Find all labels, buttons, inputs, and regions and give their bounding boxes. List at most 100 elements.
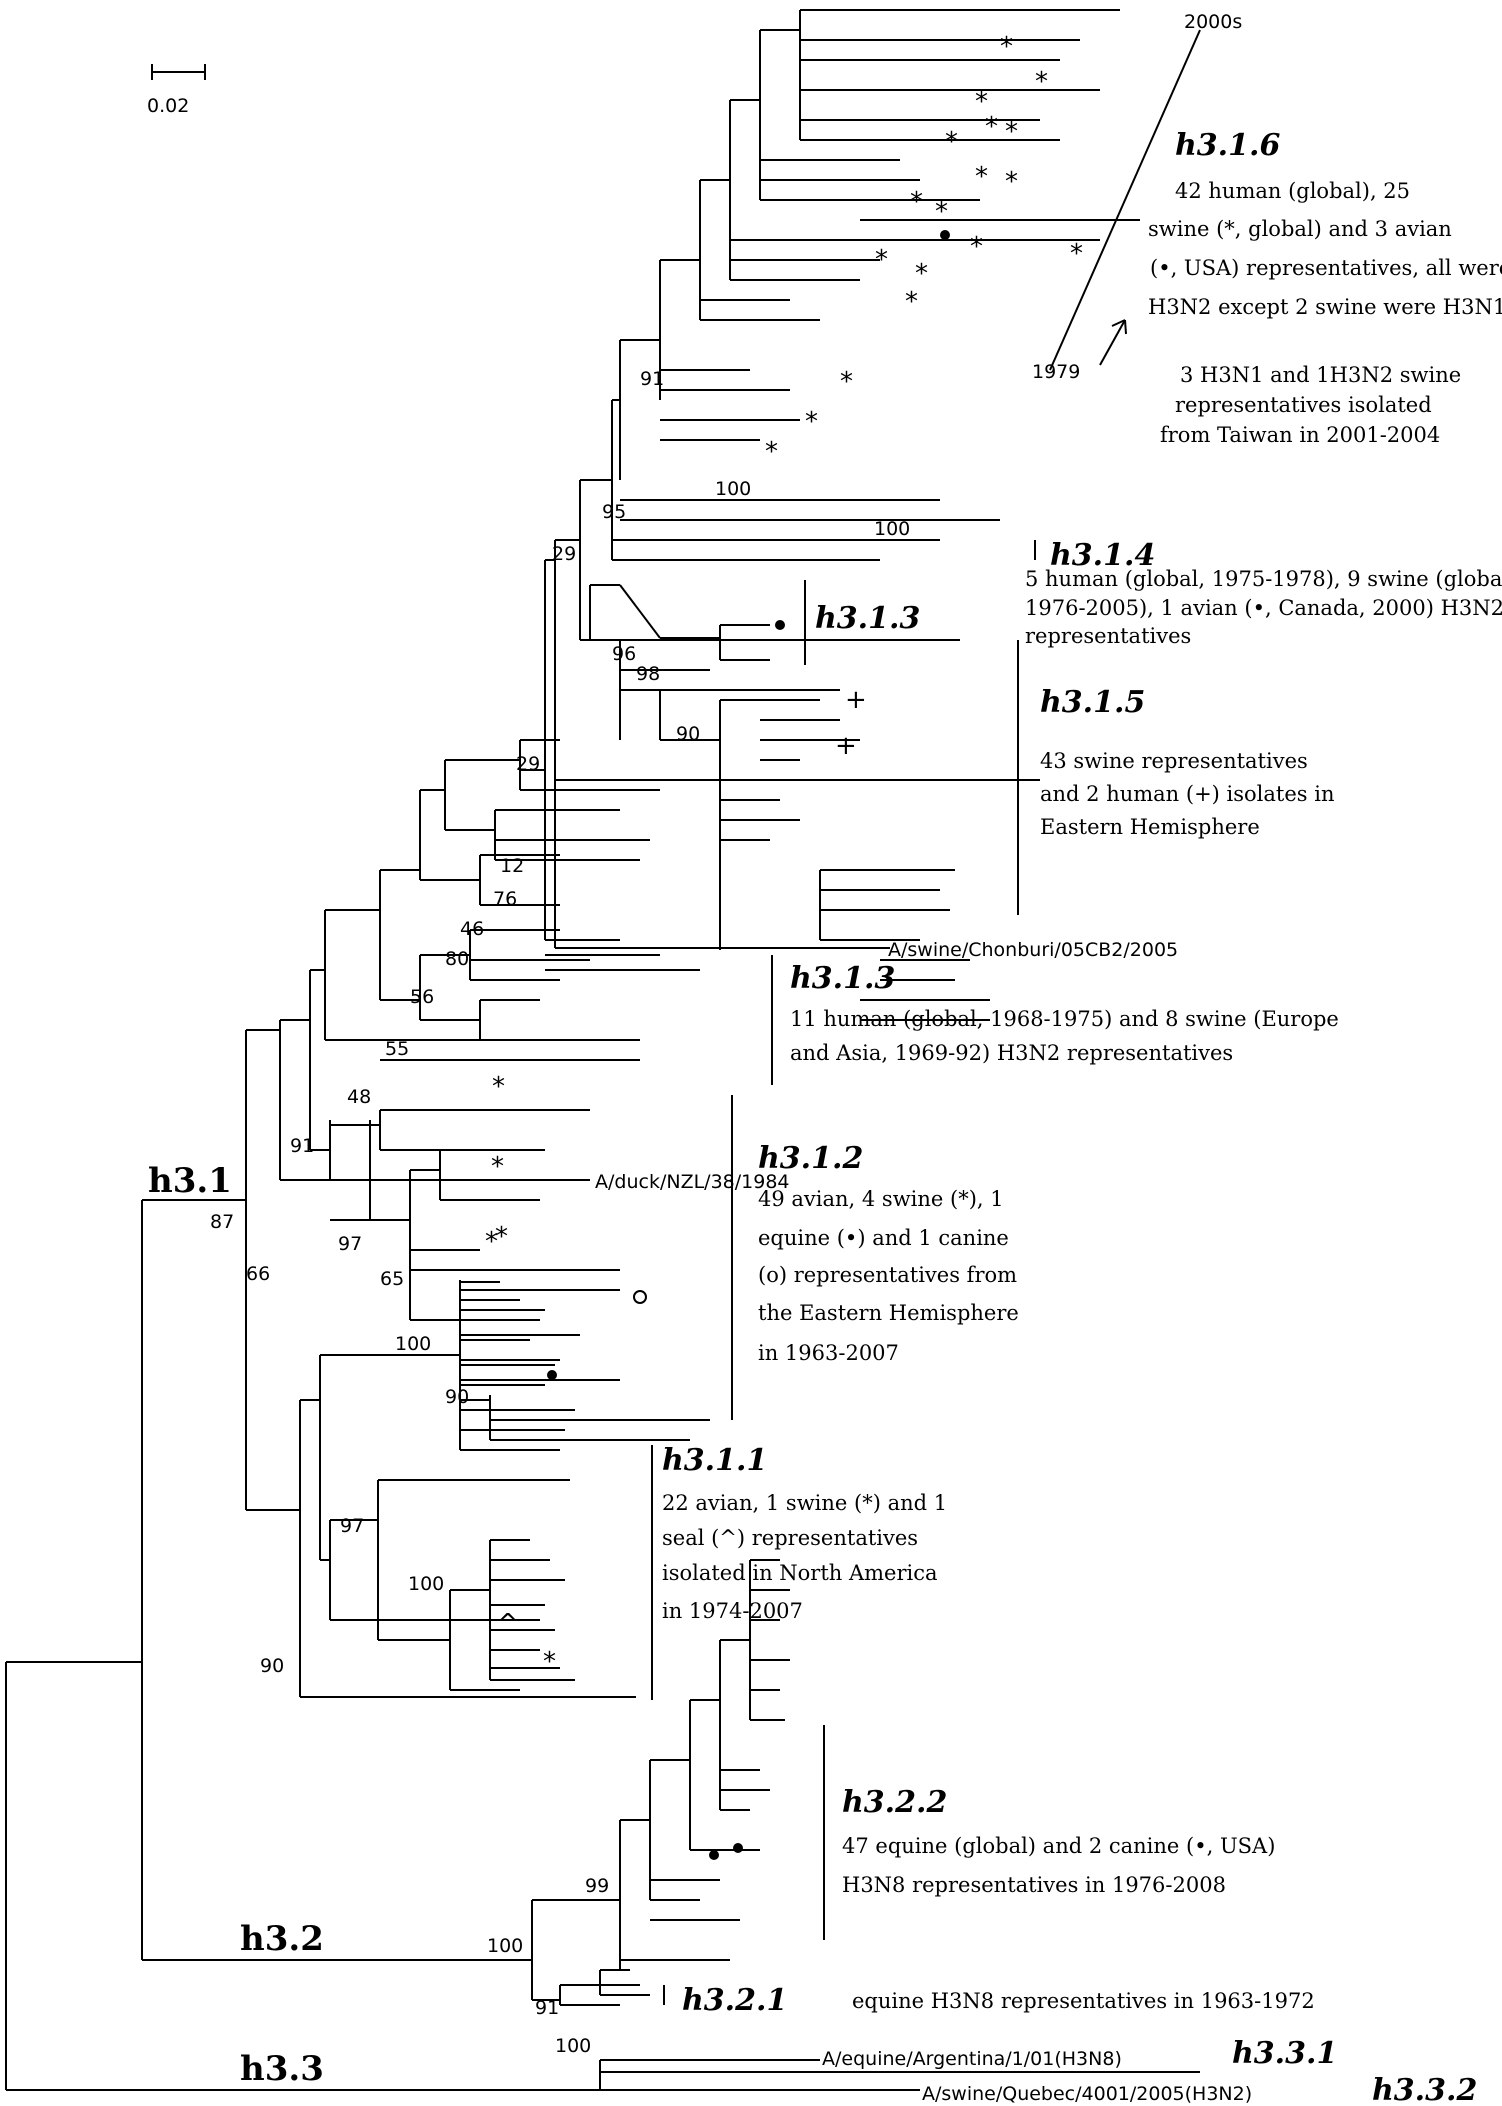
svg-text:*: * [945, 127, 958, 157]
svg-text:equine H3N8 representatives in: equine H3N8 representatives in 1963-1972 [852, 1989, 1315, 2013]
clade-h3-2-2: h3.2.2 [842, 1785, 947, 1820]
clade-h3-1-5: h3.1.5 [1040, 685, 1145, 720]
svg-text:5 human (global, 1975-1978), 9: 5 human (global, 1975-1978), 9 swine (gl… [1025, 567, 1502, 591]
taxon-equine-argentina: A/equine/Argentina/1/01(H3N8) [822, 2048, 1122, 2070]
clade-h3-1-1: h3.1.1 [662, 1443, 767, 1478]
svg-text:100: 100 [408, 1573, 444, 1595]
svg-text:*: * [915, 259, 928, 289]
svg-text:100: 100 [715, 478, 751, 500]
svg-text:in 1963-2007: in 1963-2007 [758, 1341, 899, 1365]
svg-text:*: * [1005, 167, 1018, 197]
svg-text:and 2 human (+) isolates in: and 2 human (+) isolates in [1040, 782, 1334, 806]
clade-h3-3-1: h3.3.1 [1232, 2036, 1337, 2071]
markers: * * * * * * * * * * * * * * * * * * * * … [485, 32, 1083, 1860]
svg-text:Eastern Hemisphere: Eastern Hemisphere [1040, 815, 1260, 839]
svg-text:43 swine representatives: 43 swine representatives [1040, 749, 1308, 773]
lineage-h3-2: h3.2 [240, 1919, 324, 1959]
svg-text:87: 87 [210, 1211, 234, 1233]
svg-text:H3N8 representatives in 1976-2: H3N8 representatives in 1976-2008 [842, 1873, 1226, 1897]
taxon-duck-nzl: A/duck/NZL/38/1984 [595, 1171, 790, 1193]
svg-text:+: + [845, 685, 867, 715]
clade-h3-1-4: h3.1.4 [1050, 538, 1155, 573]
svg-text:90: 90 [260, 1655, 284, 1677]
clade-bars [651, 540, 1036, 2005]
svg-text:65: 65 [380, 1268, 404, 1290]
svg-text:in 1974-2007: in 1974-2007 [662, 1599, 803, 1623]
svg-text:*: * [543, 1647, 556, 1677]
bootstrap-values: 91 100 100 95 29 96 98 90 29 12 76 46 80… [210, 368, 910, 2057]
clade-h3-1-3-upper: h3.1.3 [815, 601, 920, 636]
svg-text:representatives: representatives [1025, 624, 1191, 648]
svg-text:+: + [835, 731, 857, 761]
scale-bar: 0.02 [147, 64, 206, 117]
taxon-chonburi: A/swine/Chonburi/05CB2/2005 [888, 939, 1178, 961]
svg-text:12: 12 [500, 855, 524, 877]
svg-text:42 human (global), 25: 42 human (global), 25 [1175, 179, 1410, 203]
clade-h3-1-2: h3.1.2 [758, 1141, 863, 1176]
svg-text:isolated in North America: isolated in North America [662, 1561, 938, 1585]
svg-text:equine (•) and 1 canine: equine (•) and 1 canine [758, 1226, 1009, 1250]
svg-text:100: 100 [555, 2035, 591, 2057]
svg-text:80: 80 [445, 948, 469, 970]
svg-text:from Taiwan in 2001-2004: from Taiwan in 2001-2004 [1160, 423, 1440, 447]
svg-text:91: 91 [535, 1997, 559, 2019]
svg-text:*: * [975, 87, 988, 117]
svg-text:H3N2 except 2 swine were H3N1: H3N2 except 2 swine were H3N1 [1148, 295, 1502, 319]
svg-text:*: * [875, 245, 888, 275]
label-1979: 1979 [1032, 361, 1080, 383]
svg-text:3 H3N1 and 1H3N2 swine: 3 H3N1 and 1H3N2 swine [1180, 363, 1461, 387]
svg-text:98: 98 [636, 663, 660, 685]
svg-text:^: ^ [497, 1609, 519, 1639]
svg-text:11 human (global, 1968-1975) a: 11 human (global, 1968-1975) and 8 swine… [790, 1007, 1339, 1031]
svg-text:*: * [495, 1222, 508, 1252]
svg-text:76: 76 [493, 888, 517, 910]
svg-text:the Eastern Hemisphere: the Eastern Hemisphere [758, 1301, 1019, 1325]
svg-text:swine (*, global) and 3 avian: swine (*, global) and 3 avian [1148, 217, 1452, 241]
scale-bar-label: 0.02 [147, 95, 189, 117]
svg-text:1976-2005), 1 avian (•, Canada: 1976-2005), 1 avian (•, Canada, 2000) H3… [1025, 596, 1502, 620]
svg-text:96: 96 [612, 643, 636, 665]
svg-text:*: * [485, 1227, 498, 1257]
clade-h3-3-2: h3.3.2 [1372, 2073, 1477, 2106]
pointer-2000s-1979 [1049, 29, 1201, 371]
clade-h3-1-6: h3.1.6 [1175, 128, 1280, 163]
svg-text:91: 91 [640, 368, 664, 390]
svg-text:*: * [1000, 32, 1013, 62]
svg-text:90: 90 [445, 1386, 469, 1408]
svg-text:97: 97 [340, 1515, 364, 1537]
svg-text:46: 46 [460, 918, 484, 940]
taxon-swine-quebec: A/swine/Quebec/4001/2005(H3N2) [922, 2083, 1252, 2105]
svg-text:66: 66 [246, 1263, 270, 1285]
svg-text:*: * [492, 1072, 505, 1102]
svg-text:100: 100 [487, 1935, 523, 1957]
svg-text:and Asia, 1969-92) H3N2 repres: and Asia, 1969-92) H3N2 representatives [790, 1041, 1233, 1065]
svg-text:*: * [805, 407, 818, 437]
tree-branches [5, 9, 1200, 2091]
lineage-h3-3: h3.3 [240, 2049, 324, 2089]
svg-text:seal (^) representatives: seal (^) representatives [662, 1526, 918, 1550]
svg-text:95: 95 [602, 501, 626, 523]
clade-h3-2-1: h3.2.1 [682, 1983, 787, 2018]
svg-text:*: * [1070, 239, 1083, 269]
clade-labels: h3.1.6 42 human (global), 25 swine (*, g… [662, 128, 1502, 2106]
svg-text:29: 29 [552, 543, 576, 565]
lineage-h3-1: h3.1 [148, 1161, 232, 1201]
svg-text:(o) representatives from: (o) representatives from [758, 1263, 1017, 1287]
arrow-h314 [1099, 319, 1126, 366]
svg-text:55: 55 [385, 1038, 409, 1060]
svg-text:91: 91 [290, 1135, 314, 1157]
svg-text:*: * [1005, 117, 1018, 147]
svg-text:100: 100 [395, 1333, 431, 1355]
svg-text:*: * [985, 112, 998, 142]
svg-text:*: * [1035, 67, 1048, 97]
svg-text:representatives isolated: representatives isolated [1175, 393, 1432, 417]
svg-text:90: 90 [676, 723, 700, 745]
svg-text:97: 97 [338, 1233, 362, 1255]
svg-text:48: 48 [347, 1086, 371, 1108]
svg-text:*: * [765, 437, 778, 467]
svg-text:*: * [491, 1152, 504, 1182]
svg-text:*: * [970, 232, 983, 262]
label-2000s: 2000s [1184, 11, 1242, 33]
svg-text:22 avian, 1 swine (*) and 1: 22 avian, 1 swine (*) and 1 [662, 1491, 947, 1515]
